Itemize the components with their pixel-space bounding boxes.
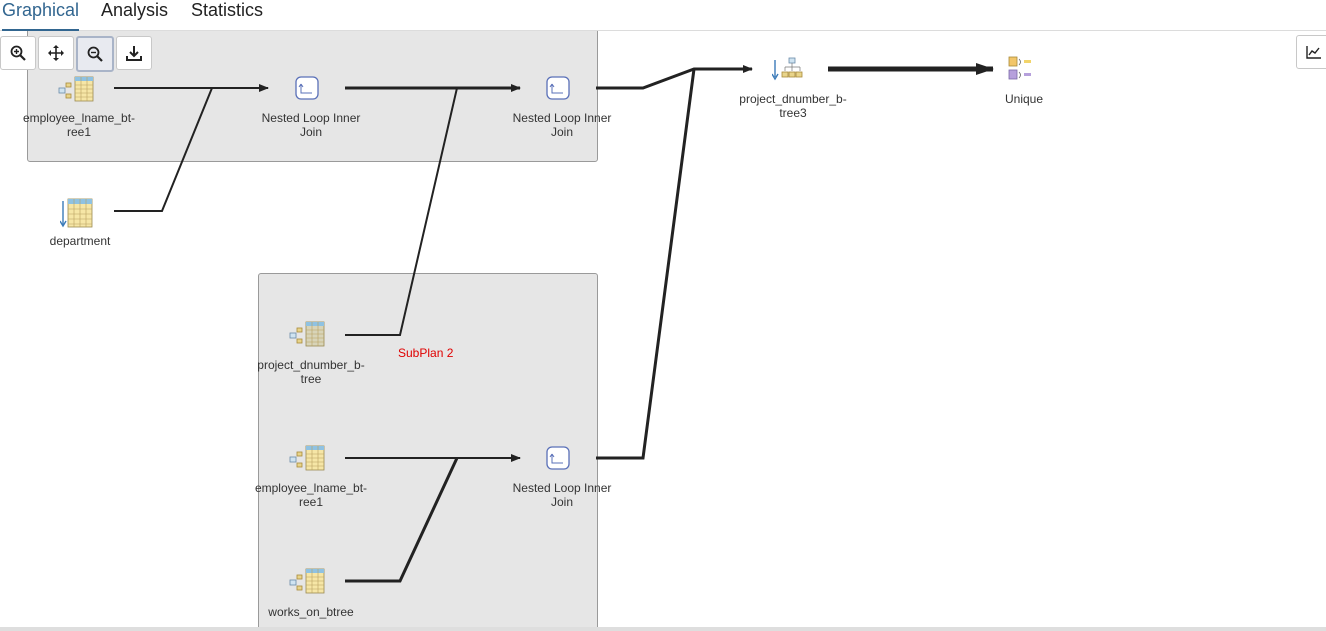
zoom-in-icon (10, 45, 26, 61)
plan-canvas[interactable]: employee_lname_bt- ree1 department Neste… (0, 31, 1326, 631)
index-scan-icon[interactable] (58, 75, 94, 103)
node-label-employee-1: employee_lname_bt- ree1 (22, 111, 136, 139)
seq-scan-icon[interactable] (60, 197, 94, 229)
index-scan-icon[interactable] (289, 320, 325, 348)
statistics-toggle-button[interactable] (1296, 35, 1326, 69)
download-button[interactable] (116, 36, 152, 70)
index-scan-icon[interactable] (289, 444, 325, 472)
graph-toolbar (0, 36, 154, 72)
node-label-project-dnumber-btree: project_dnumber_b- tree (257, 358, 365, 386)
nested-loop-icon[interactable] (546, 76, 570, 100)
node-label-nested-loop-1: Nested Loop Inner Join (261, 111, 361, 139)
plan-edges (114, 63, 994, 583)
node-label-project-dnumber-btree3: project_dnumber_b- tree3 (739, 92, 847, 120)
node-label-nested-loop-3: Nested Loop Inner Join (512, 481, 612, 509)
index-scan-icon[interactable] (289, 567, 325, 595)
zoom-out-button[interactable] (76, 36, 114, 72)
node-label-works-on-btree: works_on_btree (268, 605, 354, 619)
node-label-nested-loop-2: Nested Loop Inner Join (512, 111, 612, 139)
zoom-out-icon (87, 46, 103, 62)
tab-graphical[interactable]: Graphical (2, 0, 80, 31)
pan-button[interactable] (38, 36, 74, 70)
bitmap-heap-scan-icon[interactable] (772, 57, 806, 81)
edge-workson-to-nl3 (345, 457, 459, 583)
tab-statistics[interactable]: Statistics (191, 0, 264, 20)
edge-subplan-to-nl2 (345, 87, 458, 336)
tab-bar: Graphical Analysis Statistics (0, 0, 1326, 31)
horizontal-scrollbar[interactable] (0, 627, 1326, 631)
zoom-in-button[interactable] (0, 36, 36, 70)
move-icon (48, 45, 64, 61)
nested-loop-icon[interactable] (546, 446, 570, 470)
download-icon (126, 46, 142, 61)
edge-nl2-to-btree3 (596, 65, 753, 90)
edge-nl3-to-btree3 (596, 68, 696, 460)
nested-loop-icon[interactable] (295, 76, 319, 100)
unique-icon[interactable] (1008, 56, 1034, 82)
tab-analysis[interactable]: Analysis (101, 0, 169, 20)
node-label-department: department (49, 234, 111, 248)
node-label-employee-2: employee_lname_bt- ree1 (254, 481, 368, 509)
node-label-unique: Unique (1004, 92, 1044, 106)
edge-department-to-nl1 (114, 87, 213, 212)
chart-icon (1306, 46, 1321, 59)
subplan-label: SubPlan 2 (398, 346, 454, 360)
